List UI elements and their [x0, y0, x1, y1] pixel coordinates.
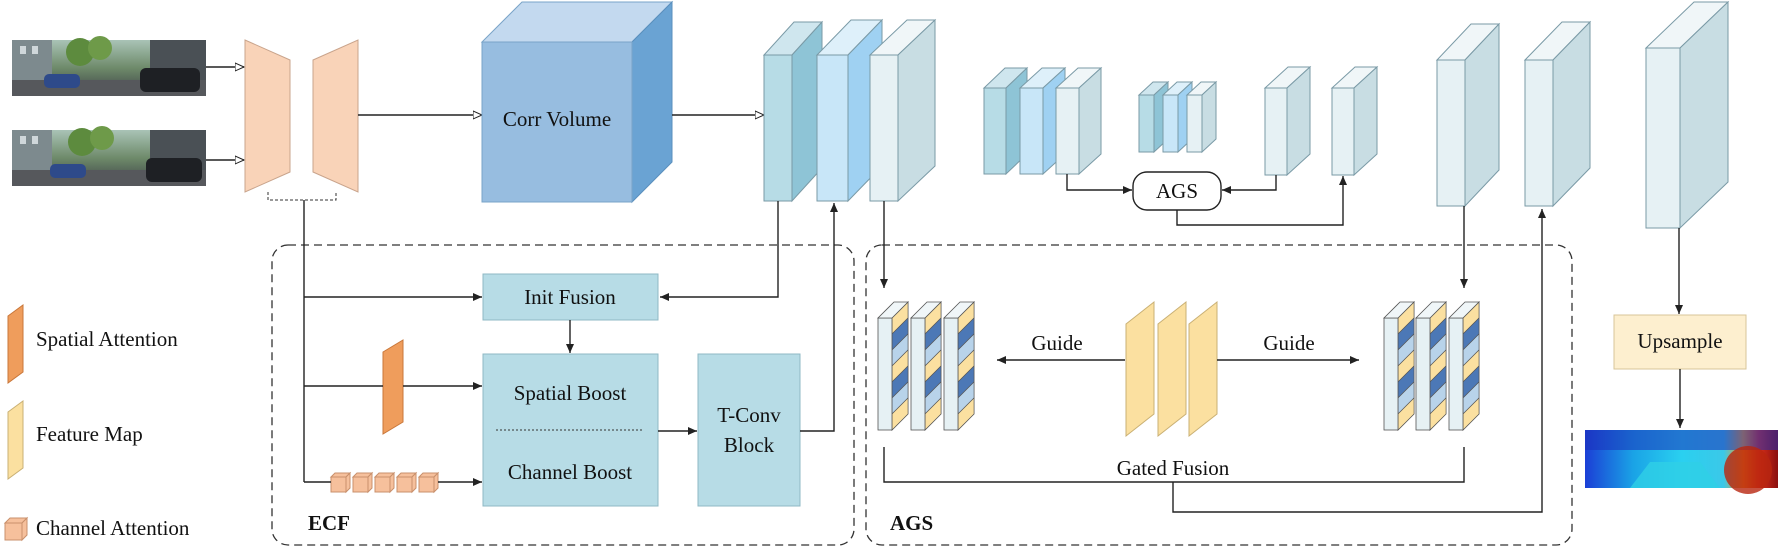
channel-boost-label: Channel Boost [508, 460, 632, 484]
ags-grid-left [877, 301, 975, 431]
spatial-boost-label: Spatial Boost [514, 381, 627, 405]
arrow-gated-fusion-to-decoder [1172, 209, 1546, 513]
gated-fusion-label: Gated Fusion [1117, 456, 1230, 480]
legend-spatial-attention-label: Spatial Attention [36, 327, 178, 351]
corr-volume-cube: Corr Volume [480, 0, 674, 204]
decoder-slab-3 [1644, 0, 1730, 230]
output-disparity-map [1585, 430, 1778, 494]
cost-volume-slab-3 [868, 18, 937, 203]
arrow-ags-to-slab4 [1176, 176, 1347, 226]
ags-grid-left-slab-1 [877, 301, 909, 431]
upsample-box [1613, 314, 1747, 370]
legend-channel-attention-swatch [3, 516, 29, 542]
ecf-group-label: ECF [308, 511, 350, 535]
decoder-slab-2 [1523, 20, 1592, 208]
legend-spatial-attention-swatch [7, 304, 24, 384]
init-fusion-box [482, 273, 659, 321]
arrow-tconv-to-cost-slab-2 [800, 203, 838, 432]
legend-feature-map-label: Feature Map [36, 422, 143, 446]
encoder-right [312, 39, 359, 193]
ecf-channel-attention-cubes [329, 471, 440, 494]
scale-slab-1c [1054, 66, 1103, 176]
ags-group-label: AGS [890, 511, 933, 535]
init-fusion-label: Init Fusion [524, 285, 616, 309]
legend-channel-attention-label: Channel Attention [36, 516, 190, 540]
tconv-label-line1: T-Conv [717, 403, 781, 427]
ags-grid-right-slab-3 [1448, 301, 1480, 431]
cost-volume-slab-1 [762, 20, 824, 203]
scale-slab-4 [1330, 65, 1379, 177]
scale-slab-2a [1137, 80, 1170, 154]
corr-volume-label: Corr Volume [503, 107, 611, 131]
arrow-slab3-to-ags [1222, 175, 1277, 194]
encoder-left [244, 39, 291, 193]
ags-feature-map-2 [1157, 300, 1187, 438]
scale-slab-2c [1185, 80, 1218, 154]
input-image-left [12, 36, 206, 96]
ags-node-label: AGS [1156, 179, 1198, 203]
upsample-label: Upsample [1637, 329, 1722, 353]
ags-feature-map-3 [1188, 300, 1218, 438]
ecf-group-border [271, 244, 855, 546]
scale-slab-3 [1263, 65, 1312, 177]
input-image-right [12, 126, 206, 186]
ags-grid-left-slab-3 [943, 301, 975, 431]
arrow-slab1-to-ags [1066, 174, 1132, 194]
legend-feature-map-swatch [7, 400, 24, 480]
guide-right-label: Guide [1263, 331, 1314, 355]
guide-left-label: Guide [1031, 331, 1082, 355]
ags-grid-right [1383, 301, 1480, 431]
ags-feature-map-1 [1125, 300, 1155, 438]
tconv-block-box [697, 353, 801, 507]
ags-group-border [865, 244, 1573, 546]
gated-fusion-bracket [883, 447, 1465, 483]
decoder-slab-1 [1435, 22, 1501, 208]
tconv-label-line2: Block [724, 433, 775, 457]
encoder-shared-link [267, 192, 337, 201]
ags-grid-right-slab-1 [1383, 301, 1415, 431]
ags-grid-left-slab-2 [910, 301, 942, 431]
ecf-spatial-attention-shape [382, 339, 404, 435]
scale-slab-2b [1161, 80, 1194, 154]
ags-grid-right-slab-2 [1415, 301, 1447, 431]
arrow-cost-to-init-fusion [660, 201, 779, 301]
